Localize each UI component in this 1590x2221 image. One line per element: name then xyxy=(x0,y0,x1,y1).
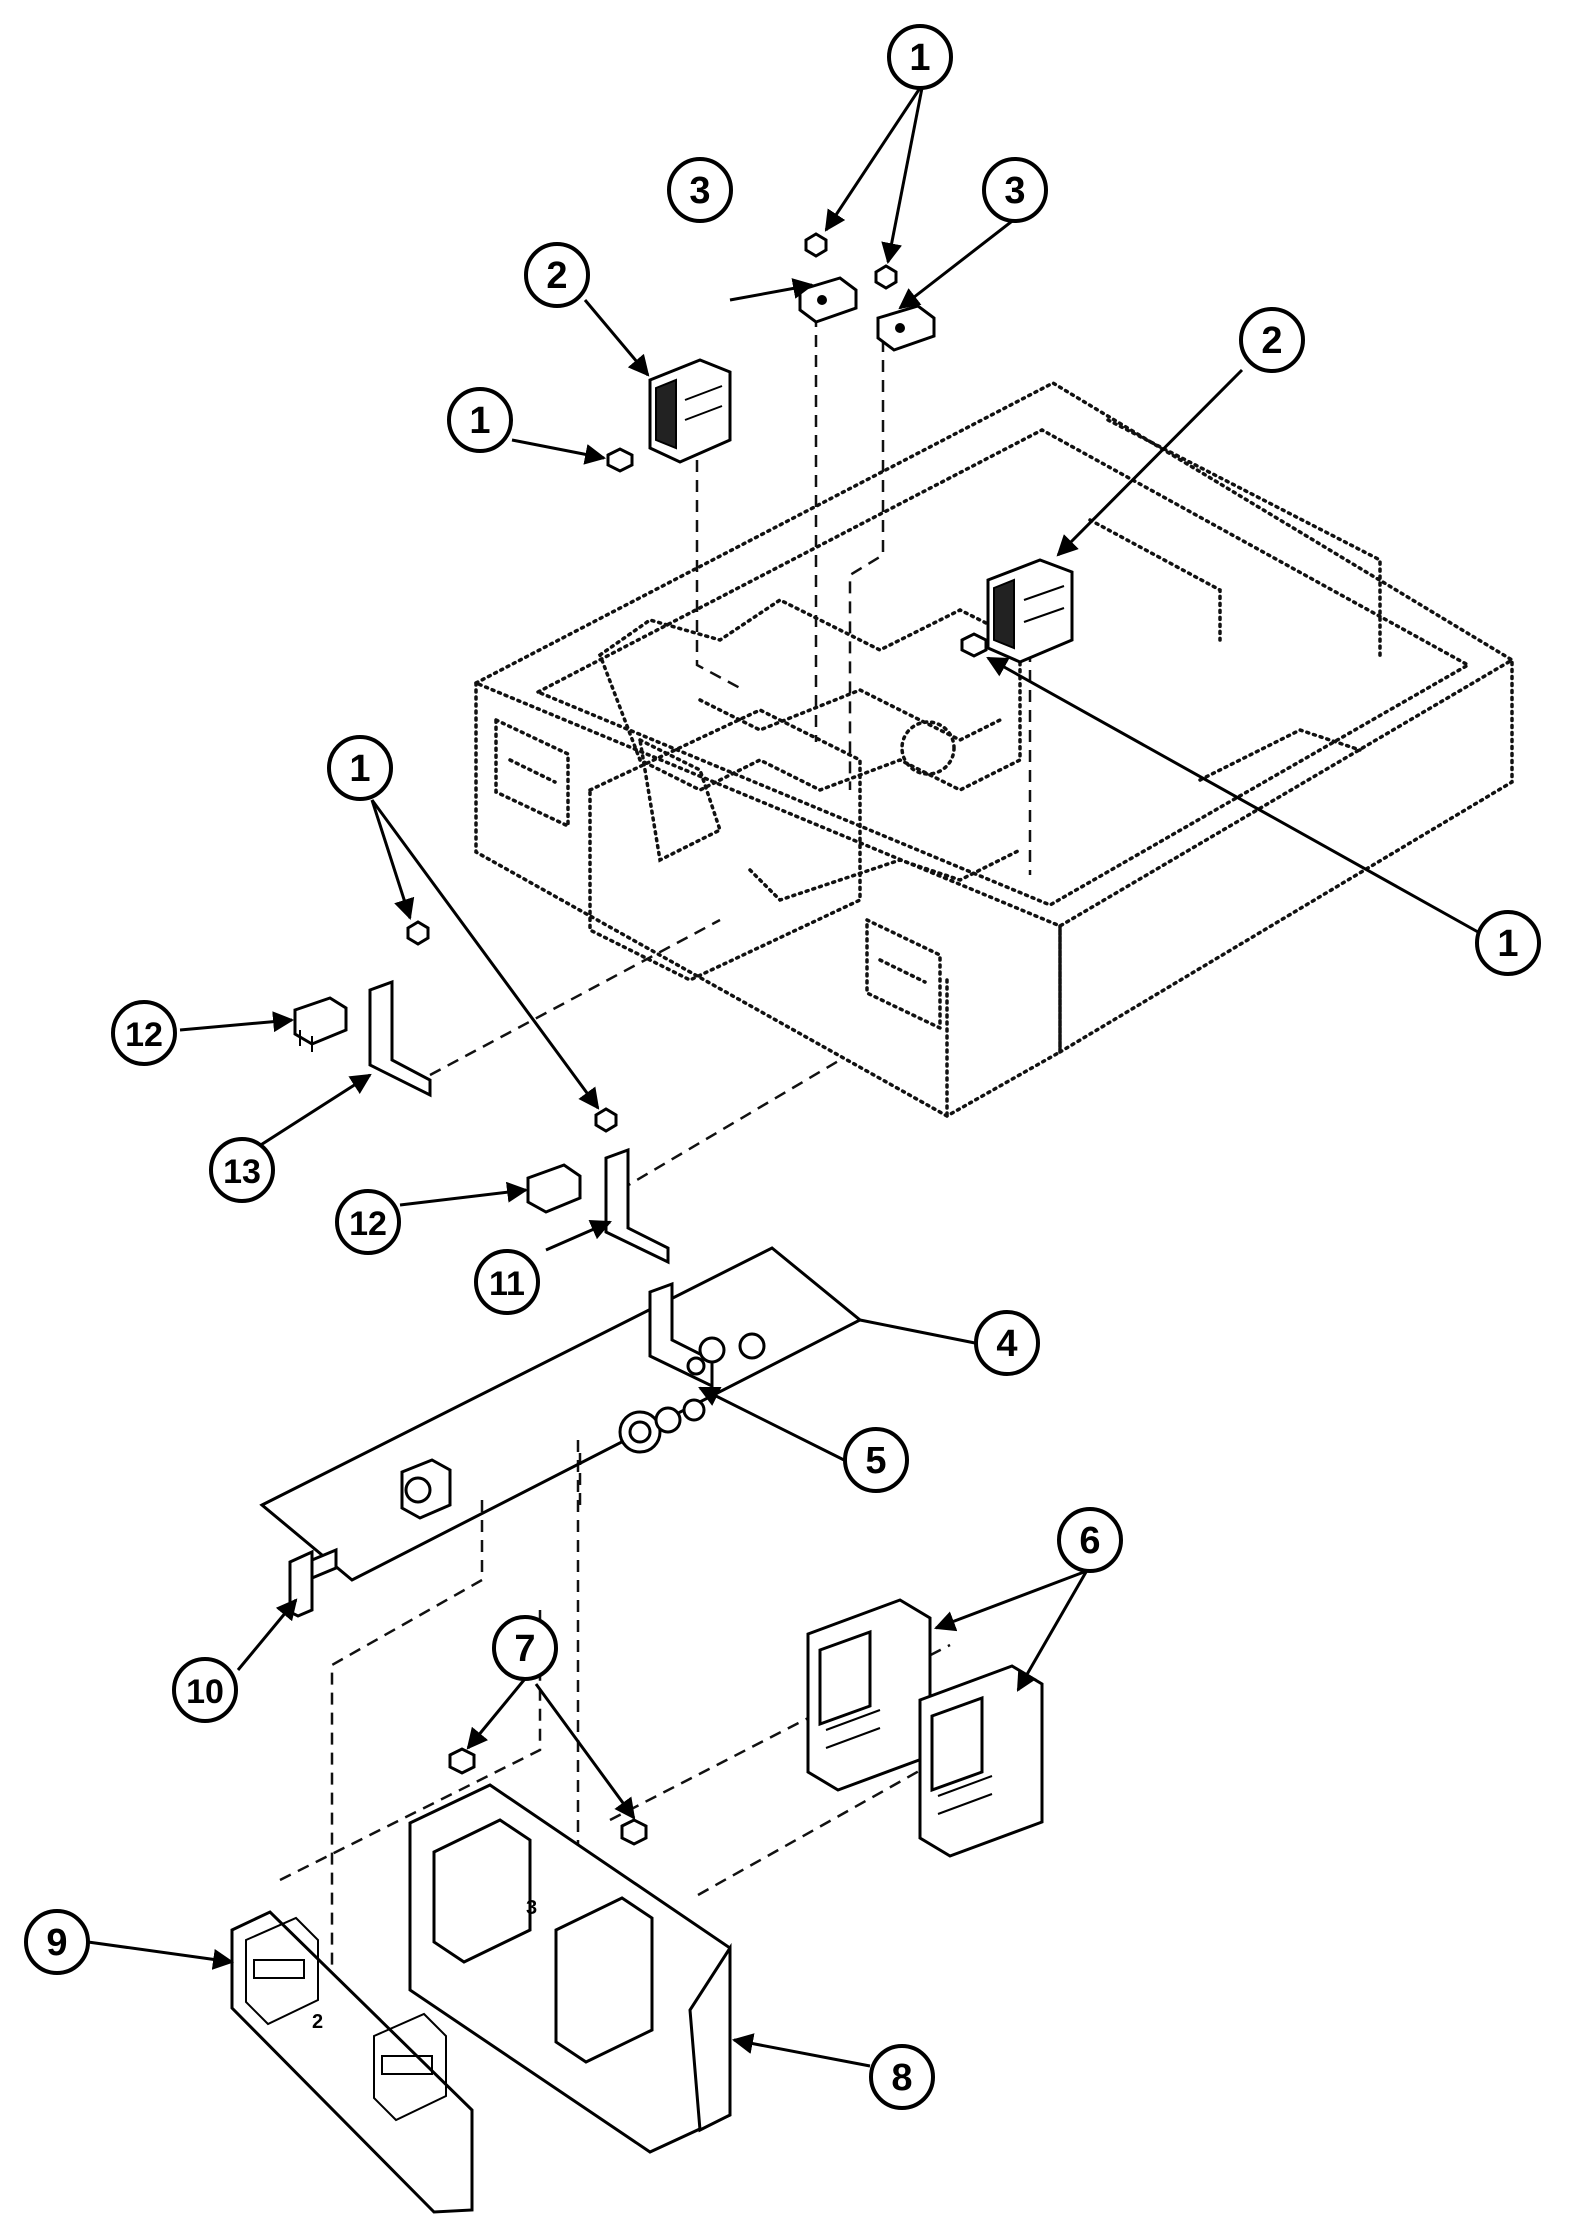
callout-4: 4 xyxy=(974,1310,1040,1376)
relay-part-2-right xyxy=(986,558,1074,664)
callout-label: 12 xyxy=(349,1205,387,1243)
panel-mark: 3 xyxy=(526,1897,537,1919)
callout-label: 11 xyxy=(489,1265,525,1303)
control-hood-body xyxy=(471,380,1516,1119)
screws-part-1 xyxy=(406,232,988,1133)
overlay-panel-part-9 xyxy=(230,1910,474,2214)
plate-part-4 xyxy=(259,1246,863,1582)
hardware-part-5 xyxy=(618,1281,766,1454)
callout-label: 3 xyxy=(689,170,710,212)
callout-8: 8 xyxy=(869,2044,935,2110)
callout-label: 4 xyxy=(996,1323,1017,1365)
callout-1: 1 xyxy=(1475,910,1541,976)
assembly-lines xyxy=(279,295,1032,2020)
callout-12: 12 xyxy=(335,1189,401,1255)
callout-13: 13 xyxy=(209,1137,275,1203)
callouts: 1 1 1 1 1 2 2 3 xyxy=(24,24,1541,2110)
screws-part-7 xyxy=(448,1747,648,1846)
callout-label: 1 xyxy=(469,400,490,442)
bracket-part-13 xyxy=(368,979,432,1098)
fitting-part-10 xyxy=(288,1458,452,1618)
callout-12: 12 xyxy=(111,1000,177,1066)
callout-7: 7 xyxy=(492,1615,558,1681)
leader-lines xyxy=(87,87,1479,2068)
callout-3: 3 xyxy=(667,157,733,223)
callout-label: 8 xyxy=(891,2057,912,2099)
callout-1: 1 xyxy=(327,735,393,801)
panel-marks: 2 3 xyxy=(312,1897,537,2033)
callout-label: 6 xyxy=(1079,1520,1100,1562)
callout-label: 1 xyxy=(909,37,930,79)
callout-label: 10 xyxy=(186,1673,224,1711)
callout-5: 5 xyxy=(843,1427,909,1493)
callout-1: 1 xyxy=(447,387,513,453)
callout-6: 6 xyxy=(1057,1507,1123,1573)
callout-3: 3 xyxy=(982,157,1048,223)
callout-1: 1 xyxy=(887,24,953,90)
relay-part-2-left xyxy=(648,358,732,464)
callout-2: 2 xyxy=(524,242,590,308)
timer-modules-part-6 xyxy=(806,1598,1044,1858)
switch-part-12-lower xyxy=(526,1163,582,1214)
switch-part-12-upper xyxy=(293,996,348,1052)
callout-label: 5 xyxy=(865,1440,886,1482)
callout-label: 1 xyxy=(349,748,370,790)
bracket-part-3-right xyxy=(876,304,936,352)
callout-11: 11 xyxy=(474,1249,540,1315)
callout-label: 2 xyxy=(1261,320,1282,362)
callout-label: 2 xyxy=(546,255,567,297)
callout-label: 1 xyxy=(1497,923,1518,965)
callout-2: 2 xyxy=(1239,307,1305,373)
callout-label: 3 xyxy=(1004,170,1025,212)
callout-9: 9 xyxy=(24,1909,90,1975)
callout-label: 7 xyxy=(514,1628,535,1670)
callout-label: 13 xyxy=(223,1153,261,1191)
panel-mark: 2 xyxy=(312,2011,323,2033)
callout-label: 12 xyxy=(125,1016,163,1054)
console-frame-part-8 xyxy=(408,1783,732,2154)
callout-10: 10 xyxy=(172,1657,238,1723)
callout-label: 9 xyxy=(46,1922,67,1964)
